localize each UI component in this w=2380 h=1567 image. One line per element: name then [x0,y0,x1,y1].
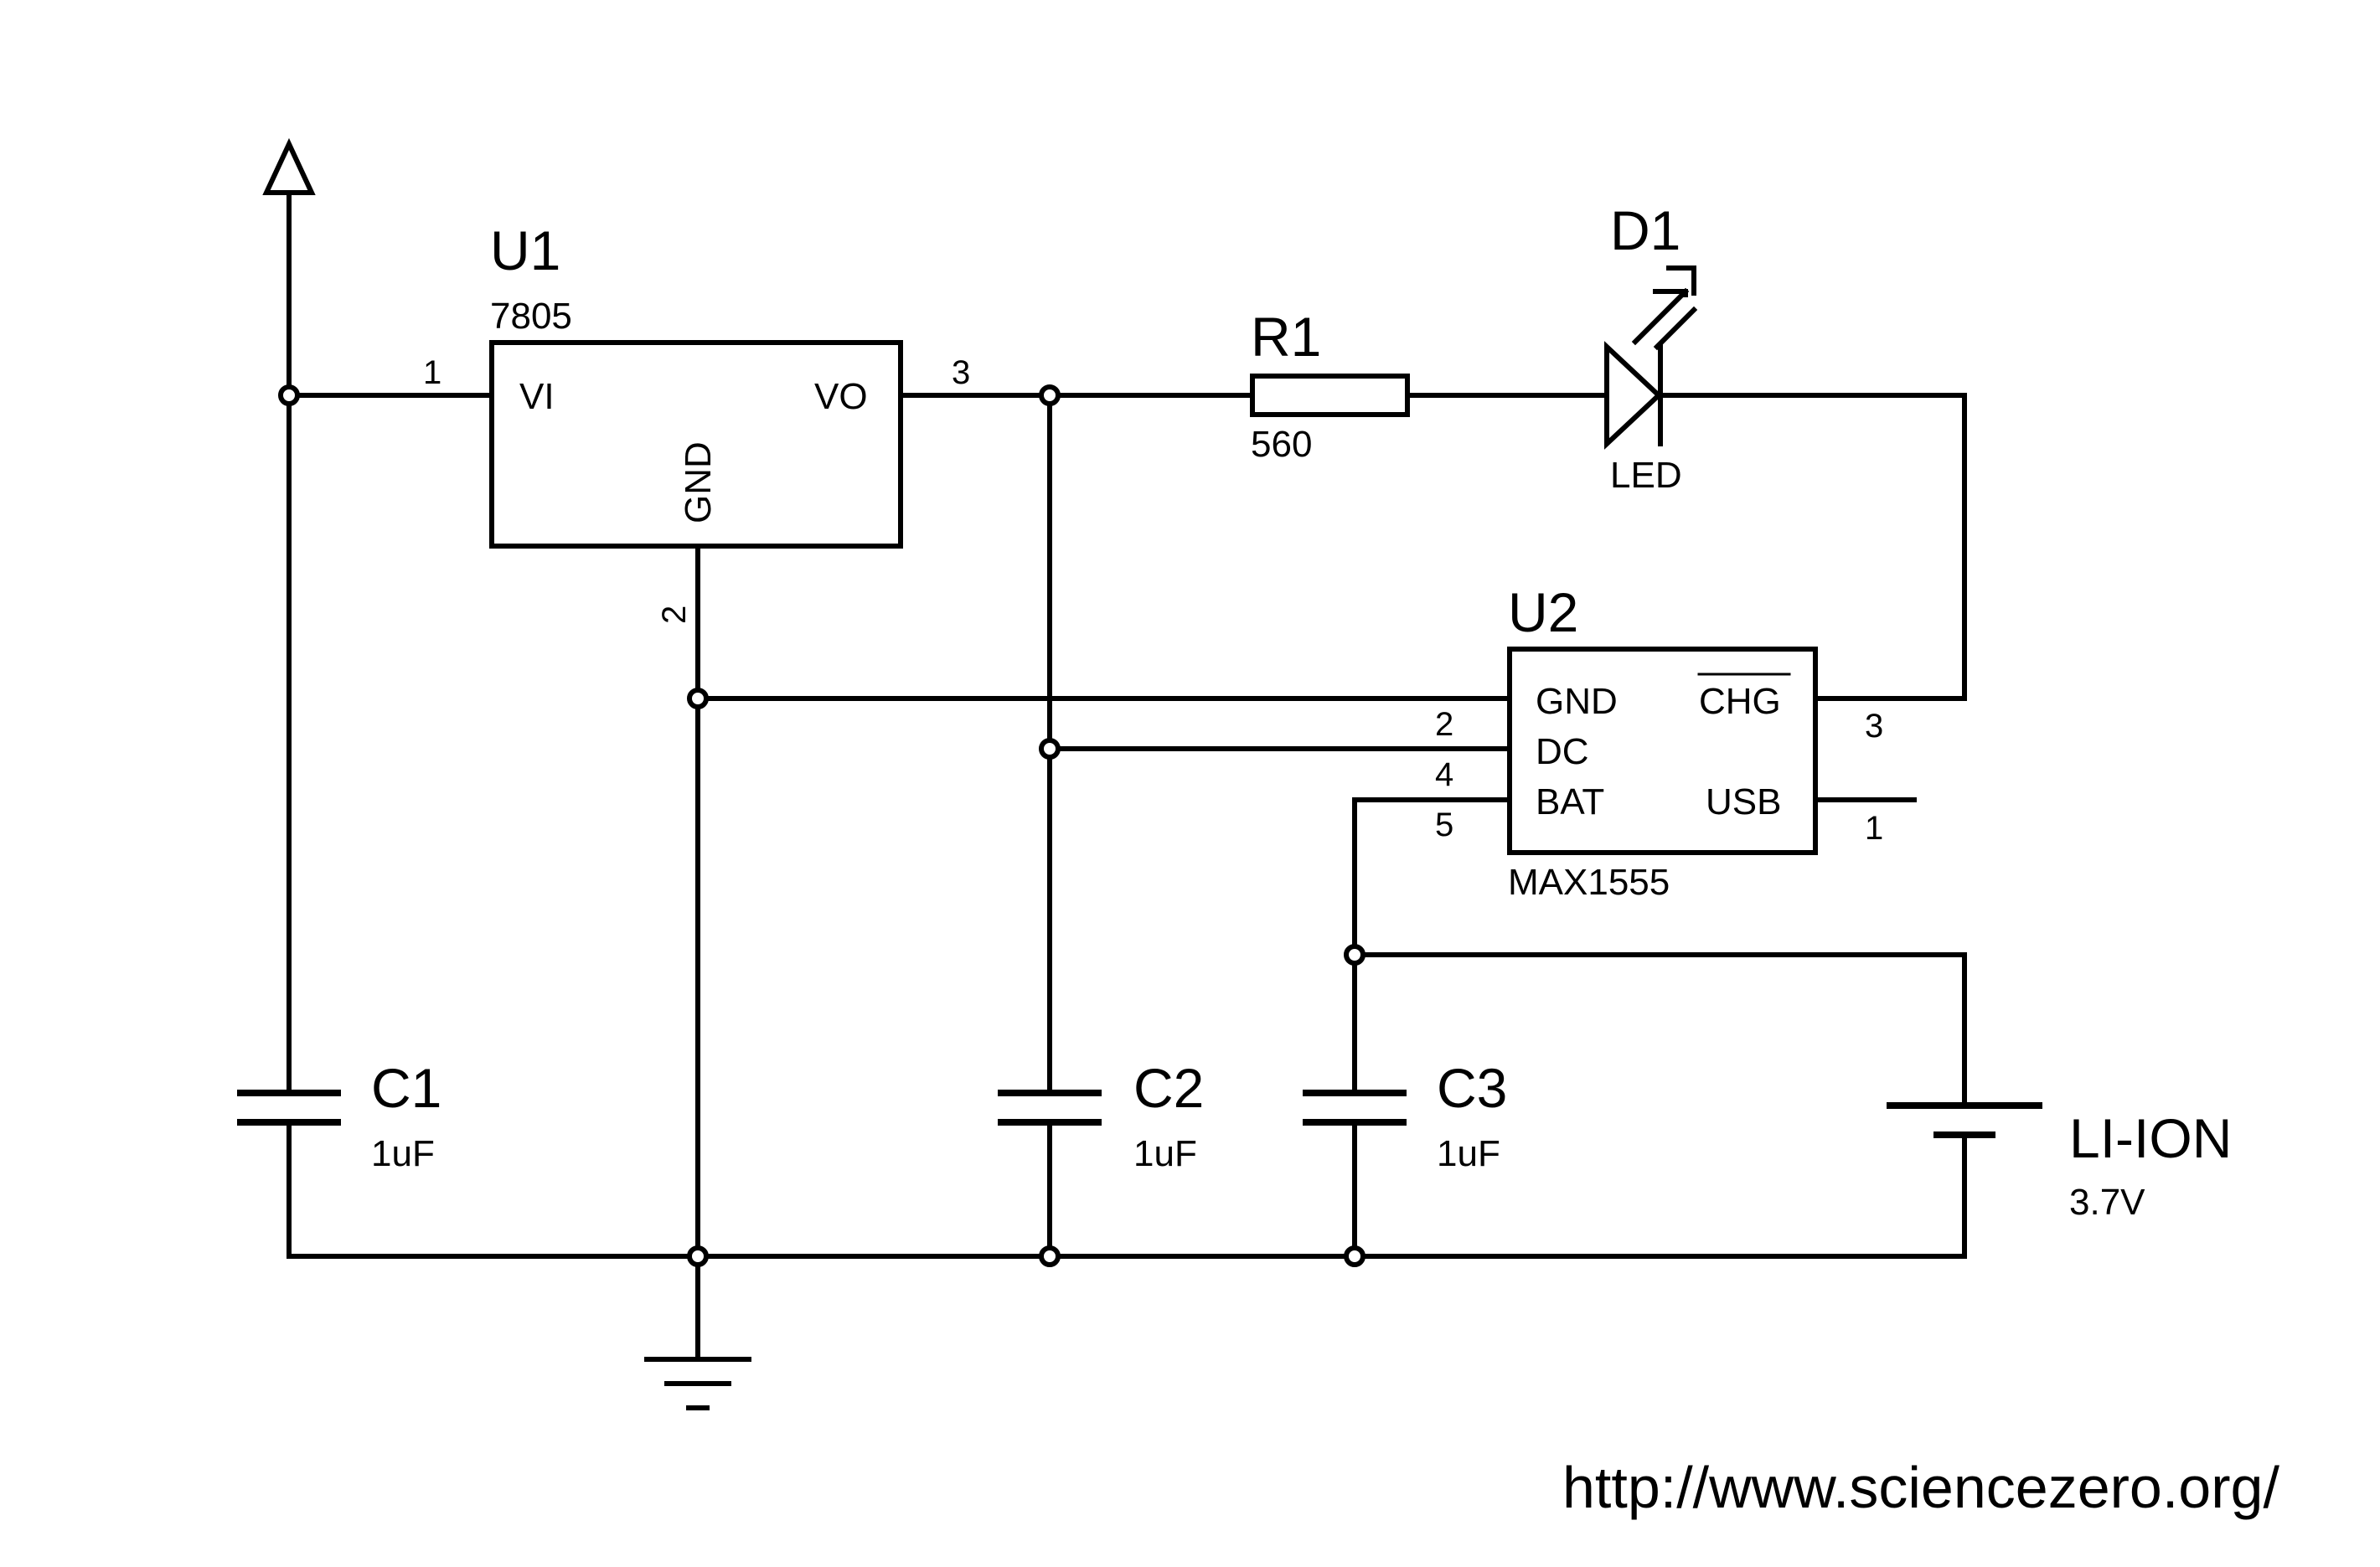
u1-value: 7805 [490,296,572,337]
wires [287,190,1967,1359]
u1-regulator: U1 7805 VI VO GND 1 3 2 [423,219,970,624]
d1-ref: D1 [1610,199,1680,261]
r1-ref: R1 [1251,306,1321,368]
u1-pin-vi-label: VI [519,376,555,417]
d1-triangle [1604,341,1663,450]
c1-ref: C1 [371,1057,441,1119]
junction-dot [687,688,709,709]
u2-body [1507,647,1818,855]
c3-capacitor: C3 1uF [1303,1057,1507,1174]
junction-dot [1039,738,1061,760]
junctions [278,384,1366,1267]
u1-pin2-number: 2 [656,606,693,624]
junction-dot [1039,384,1061,406]
u1-pin-vo-label: VO [814,376,868,417]
u1-ref: U1 [490,219,560,281]
c3-value: 1uF [1437,1133,1500,1174]
ground-symbol-icon [644,1357,751,1410]
u1-pin1-number: 1 [423,354,441,391]
r1-resistor: R1 560 [1250,306,1410,465]
battery-cell: LI-ION 3.7V [1887,1102,2232,1223]
c2-capacitor: C2 1uF [998,1057,1204,1174]
u1-pin3-number: 3 [952,354,970,391]
led-light-arrows-icon [1631,265,1698,351]
u2-ref: U2 [1508,581,1578,643]
u2-charger: U2 MAX1555 GND DC BAT CHG USB 2 4 5 3 1 [1435,581,1883,903]
r1-value: 560 [1251,424,1312,465]
u2-pin5-number: 5 [1435,807,1453,843]
junction-dot [1344,1245,1366,1267]
u2-pin-gnd-label: GND [1536,681,1618,722]
d1-led: D1 LED [1604,199,1698,496]
battery-ref: LI-ION [2069,1107,2232,1169]
u2-pin3-number: 3 [1865,708,1883,745]
u2-pin-usb-label: USB [1706,781,1781,822]
power-input-arrow-icon [262,137,316,195]
c1-value: 1uF [371,1133,435,1174]
u2-pin4-number: 4 [1435,756,1453,793]
c3-ref: C3 [1437,1057,1507,1119]
u2-pin-dc-label: DC [1536,731,1589,772]
u2-pin2-number: 2 [1435,706,1453,743]
source-url: http://www.sciencezero.org/ [1562,1455,2279,1520]
r1-body [1250,374,1410,417]
junction-dot [1039,1245,1061,1267]
junction-dot [1344,944,1366,966]
junction-dot [278,384,300,406]
u1-pin-gnd-label: GND [678,441,719,523]
c1-capacitor: C1 1uF [237,1057,441,1174]
u2-pin-chg-label: CHG [1699,681,1781,722]
battery-value: 3.7V [2069,1182,2145,1223]
c2-value: 1uF [1133,1133,1197,1174]
u1-body [489,340,903,549]
u2-pin-bat-label: BAT [1536,781,1604,822]
d1-value: LED [1610,455,1682,496]
c2-ref: C2 [1133,1057,1204,1119]
junction-dot [687,1245,709,1267]
u2-value: MAX1555 [1508,862,1670,903]
u2-pin1-number: 1 [1865,810,1883,847]
